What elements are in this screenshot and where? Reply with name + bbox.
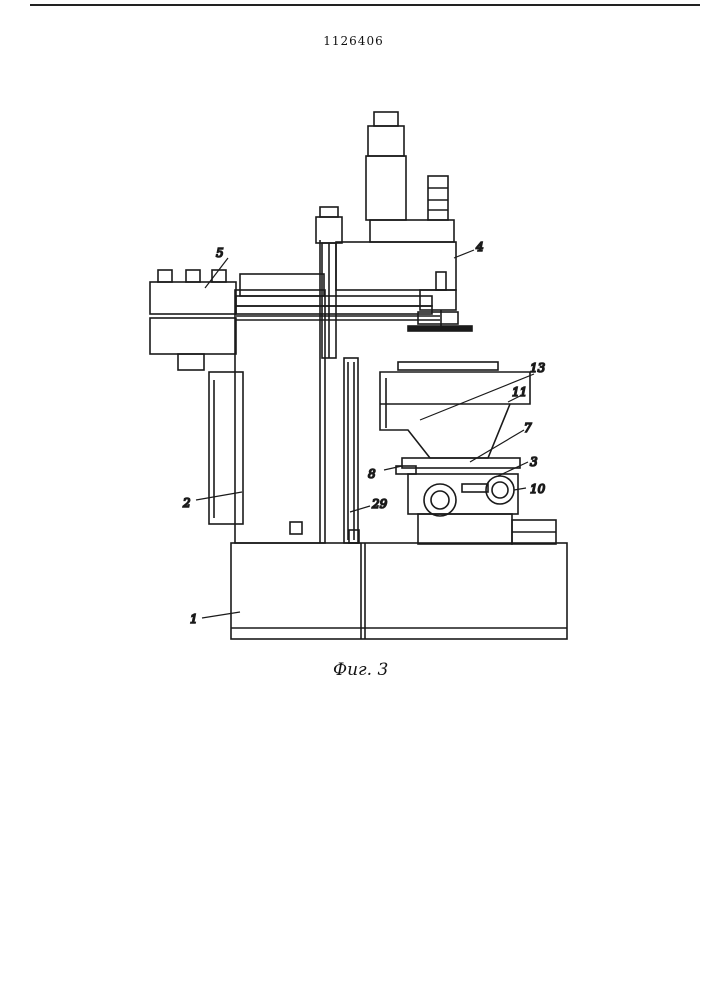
callout-11: 11 [512, 385, 527, 399]
arm-bracket-part-5 [150, 270, 440, 370]
callout-5: 5 [216, 246, 224, 260]
callout-10: 10 [530, 482, 546, 496]
callout-13: 13 [530, 361, 546, 375]
guide-rod-part-29 [344, 358, 359, 543]
callout-8: 8 [368, 467, 376, 481]
callout-2: 2 [182, 496, 191, 510]
motor-head-part-4 [336, 112, 472, 331]
callout-7: 7 [524, 421, 532, 435]
callout-4: 4 [475, 240, 484, 254]
callout-3: 3 [530, 455, 538, 469]
column-body-part-2 [209, 240, 325, 543]
base-part-1 [231, 543, 567, 639]
callout-1: 1 [190, 612, 198, 626]
hopper-part-11 [380, 362, 530, 458]
figure-caption: Фиг. 3 [333, 660, 388, 680]
callout-29: 29 [371, 497, 388, 511]
feed-assembly [396, 458, 556, 544]
